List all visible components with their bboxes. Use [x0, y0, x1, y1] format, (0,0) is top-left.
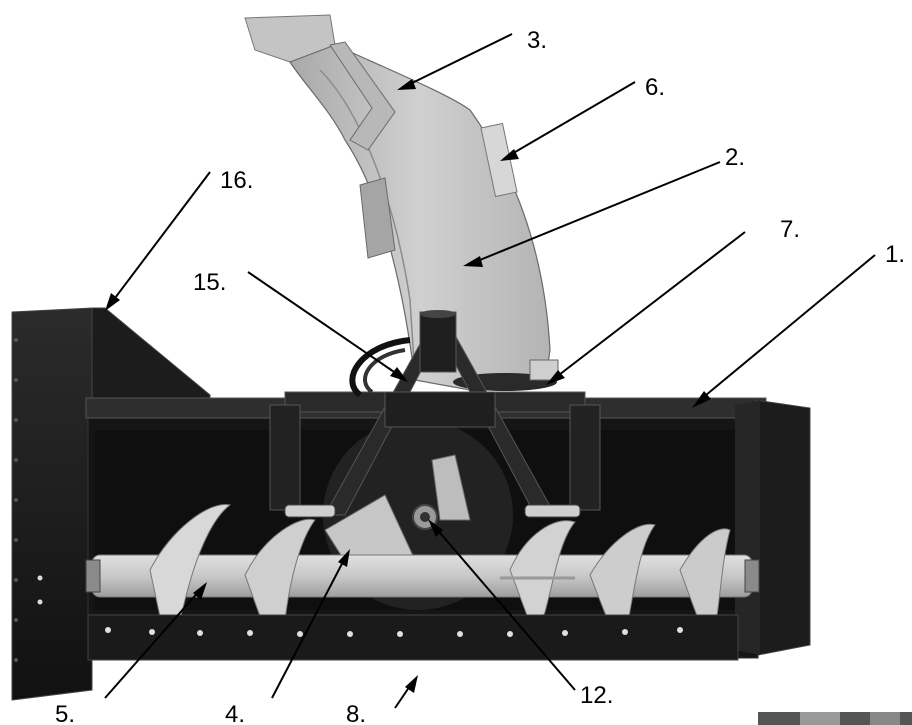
callout-8: 8. [346, 701, 366, 725]
callout-6: 6. [645, 74, 665, 101]
inset-photo-edge [758, 712, 912, 725]
callout-2: 2. [725, 144, 745, 171]
left-guard [91, 307, 211, 411]
callout-4: 4. [225, 701, 245, 725]
chute-inner-edge [319, 69, 416, 379]
chute-adjust-bracket [329, 41, 396, 151]
chute-strap [359, 177, 396, 259]
discharge-chute [244, 14, 559, 391]
hitch-frame [269, 310, 601, 518]
callout-15: 15. [193, 269, 226, 296]
callout-leaders [104, 33, 876, 709]
hydraulic-hose [349, 337, 411, 398]
callout-5: 5. [55, 701, 75, 725]
callout-3: 3. [527, 27, 547, 54]
cutting-edge [87, 614, 739, 661]
callout-16: 16. [220, 167, 253, 194]
callout-12: 12. [580, 682, 613, 709]
callout-1: 1. [885, 241, 905, 268]
right-side-panel [735, 399, 811, 656]
chute-body [289, 44, 551, 391]
callout-7: 7. [780, 216, 800, 243]
left-side-panel [11, 307, 211, 701]
hitch-top-mast [419, 311, 457, 373]
callout-labels: 1. 2. 3. 4. 5. 6. 7. 8. 12. 15. 16. [55, 27, 905, 725]
